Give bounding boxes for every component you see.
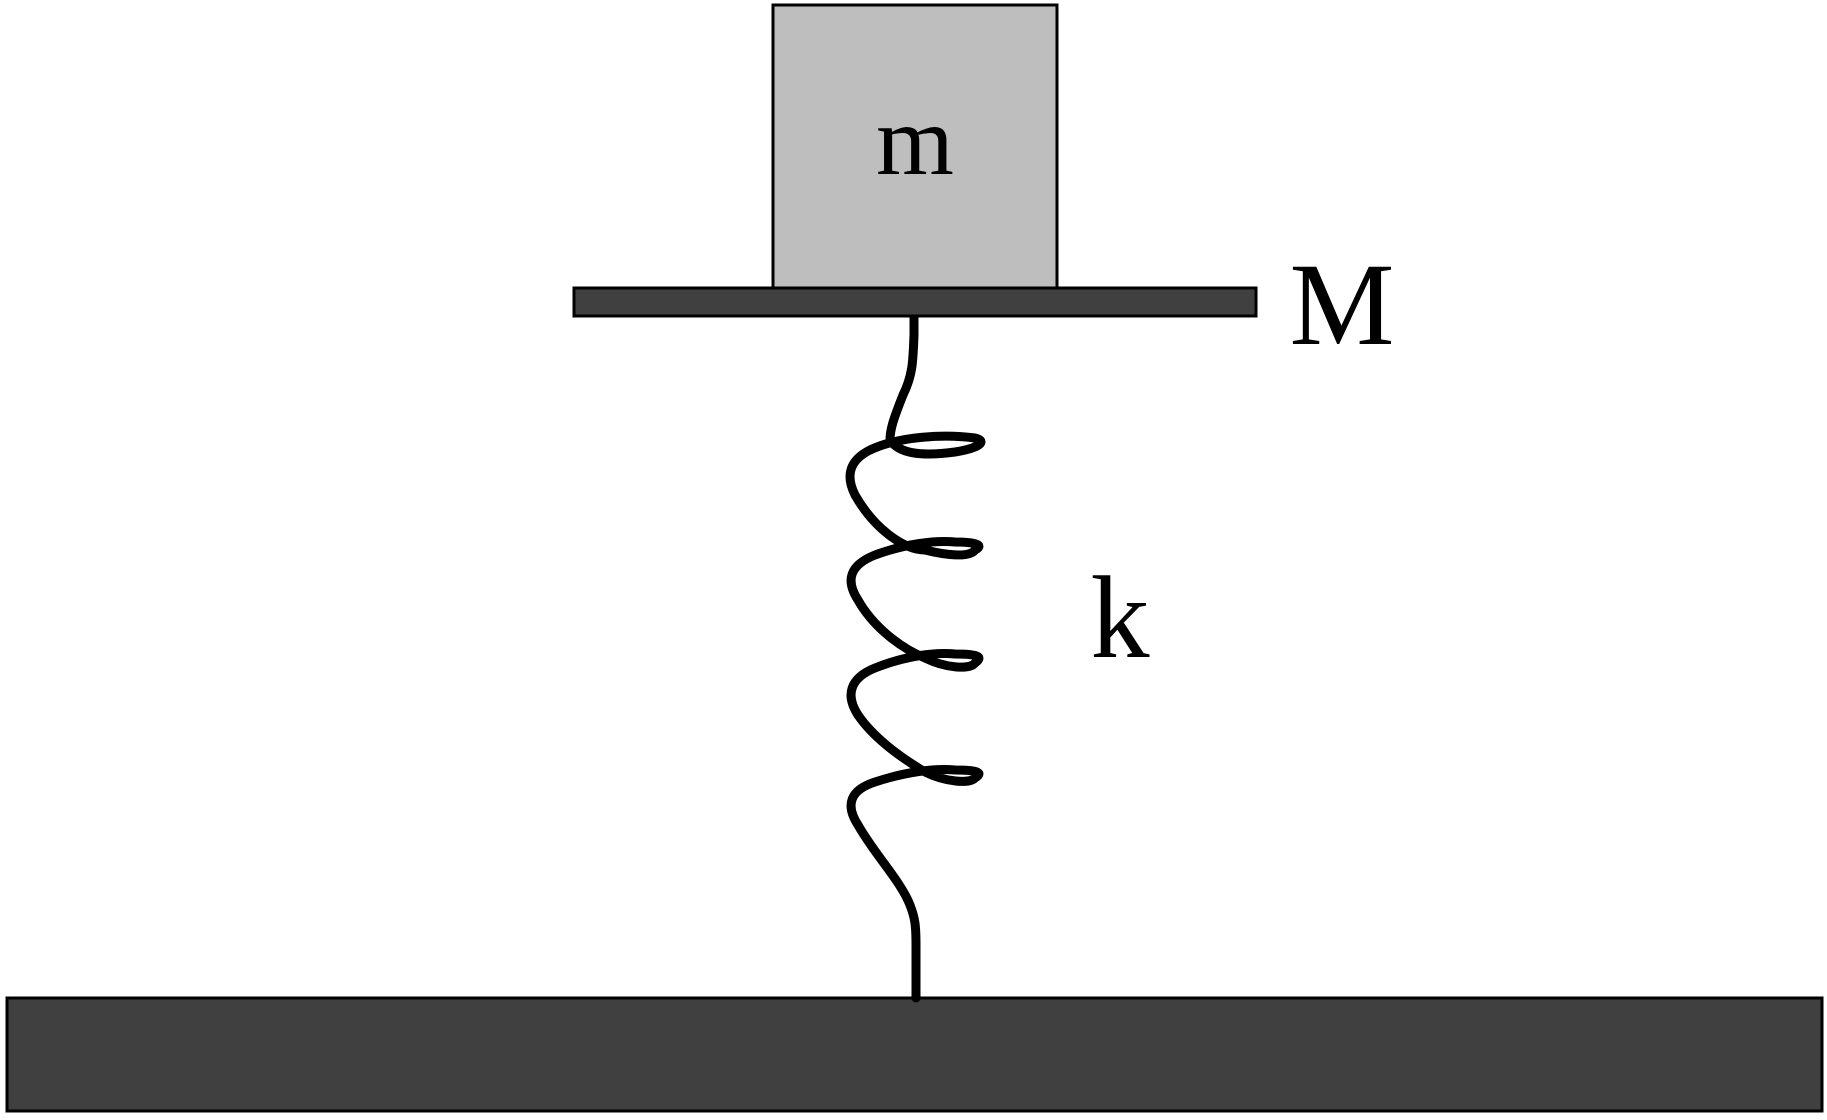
block-mass-label: m	[876, 85, 954, 196]
spring-constant-label: k	[1091, 552, 1150, 683]
platform	[572, 286, 1258, 318]
spring	[845, 311, 986, 1003]
ground	[5, 996, 1824, 1113]
block	[771, 3, 1059, 290]
platform-mass-label: M	[1290, 239, 1395, 370]
